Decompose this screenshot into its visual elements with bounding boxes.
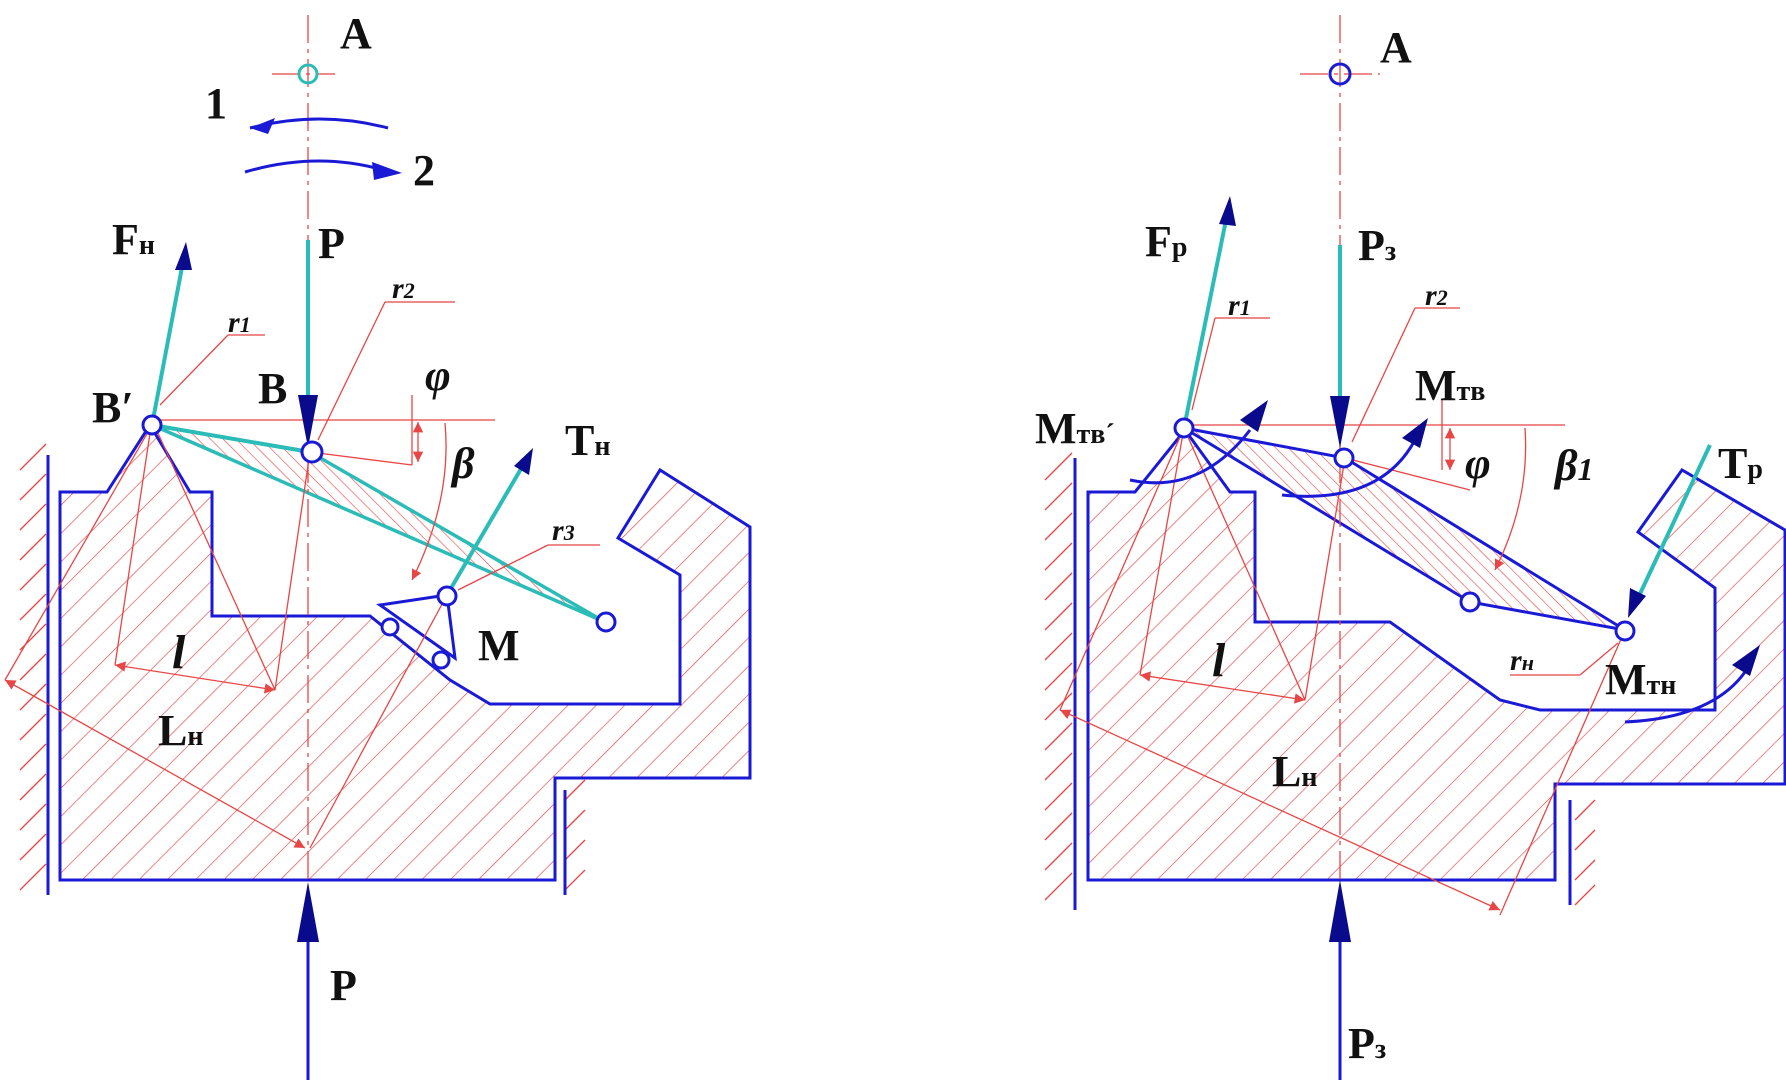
- left-label-p-bottom: P: [330, 961, 357, 1010]
- left-label-dir-2: 2: [413, 146, 435, 195]
- left-step-hatch: [564, 779, 586, 891]
- left-rotation-arrow-2: [244, 159, 391, 174]
- right-pin-tn: [1614, 620, 1636, 642]
- left-label-beta: β: [450, 439, 475, 488]
- right-label-phi: φ: [1465, 439, 1491, 488]
- left-label-m: M: [478, 621, 520, 670]
- left-dim-L: [4, 679, 306, 849]
- left-label-r3: r3: [552, 514, 575, 547]
- right-label-r1: r1: [1228, 289, 1251, 322]
- left-force-f: [150, 261, 185, 426]
- right-label-L: Lн: [1272, 747, 1318, 796]
- right-label-beta: β1: [1553, 441, 1594, 490]
- left-label-phi: φ: [425, 351, 451, 400]
- left-pin-m: [436, 585, 458, 607]
- left-body-outline: [58, 422, 752, 882]
- right-dim-l: [1139, 671, 1306, 704]
- left-force-t: [445, 460, 527, 597]
- right-label-p-top: Pз: [1358, 221, 1396, 270]
- right-force-f: [1182, 214, 1229, 429]
- right-body-outline: [1086, 427, 1786, 882]
- right-label-r2: r2: [1425, 279, 1448, 312]
- left-label-b-prime: B′: [92, 383, 134, 432]
- left-diagram: A 1 2 Fн P r1 r2 B′ B φ β Tн r3 M l Lн P: [4, 9, 752, 1080]
- left-wedge: [376, 593, 457, 662]
- left-label-r1: r1: [228, 306, 251, 339]
- left-label-f: Fн: [112, 215, 155, 264]
- left-roller-2: [431, 650, 451, 670]
- right-wall-hatch: [1044, 452, 1073, 901]
- left-label-r2: r2: [392, 272, 415, 305]
- right-point-a-circle: [1328, 62, 1352, 86]
- left-roller-1: [380, 617, 400, 637]
- left-lever: [151, 423, 606, 624]
- right-force-t: [1636, 444, 1712, 599]
- right-label-a: A: [1380, 23, 1412, 72]
- right-pin-tv-prime: [1173, 417, 1195, 439]
- right-pin-tv: [1333, 447, 1355, 469]
- right-label-p-bottom: Pз: [1348, 1019, 1386, 1068]
- left-label-L: Lн: [158, 706, 204, 755]
- right-label-t: Tр: [1718, 439, 1763, 488]
- right-moment-tv-arc: [1281, 439, 1417, 498]
- right-beta-arc: [1494, 427, 1527, 571]
- left-wall: [19, 443, 50, 895]
- right-step-hatch: [1574, 799, 1596, 906]
- right-label-m-tv-prime: Mтв´: [1035, 404, 1115, 453]
- left-pin-end: [595, 611, 617, 633]
- right-moment-tn-arc: [1624, 671, 1747, 724]
- right-moment-tv-prime-arc: [1129, 429, 1252, 485]
- left-point-a-circle: [297, 63, 319, 85]
- left-pin-b: [300, 440, 324, 464]
- right-label-l: l: [1212, 634, 1226, 687]
- left-label-p-top: P: [318, 219, 345, 268]
- left-label-b: B: [258, 364, 287, 413]
- left-label-dir-1: 1: [205, 79, 227, 128]
- right-construction-lines: [1059, 307, 1626, 916]
- right-pin-mid: [1459, 591, 1481, 613]
- left-label-t: Tн: [565, 416, 611, 465]
- left-label-a: A: [340, 9, 372, 58]
- right-dim-L: [1059, 709, 1501, 911]
- left-construction-lines: [4, 301, 600, 849]
- left-beta-arc: [411, 422, 447, 581]
- right-label-rn: rн: [1510, 644, 1534, 677]
- right-label-f: Fр: [1145, 217, 1187, 266]
- left-label-l: l: [172, 626, 186, 679]
- right-label-m-tn: Mтн: [1605, 655, 1676, 704]
- right-label-m-tv: Mтв: [1415, 361, 1485, 410]
- left-pin-b-prime: [141, 414, 163, 436]
- right-diagram: A Fр Pз r1 r2 Mтв Mтв´ φ β1 Tр rн Mтн l …: [1035, 15, 1786, 1080]
